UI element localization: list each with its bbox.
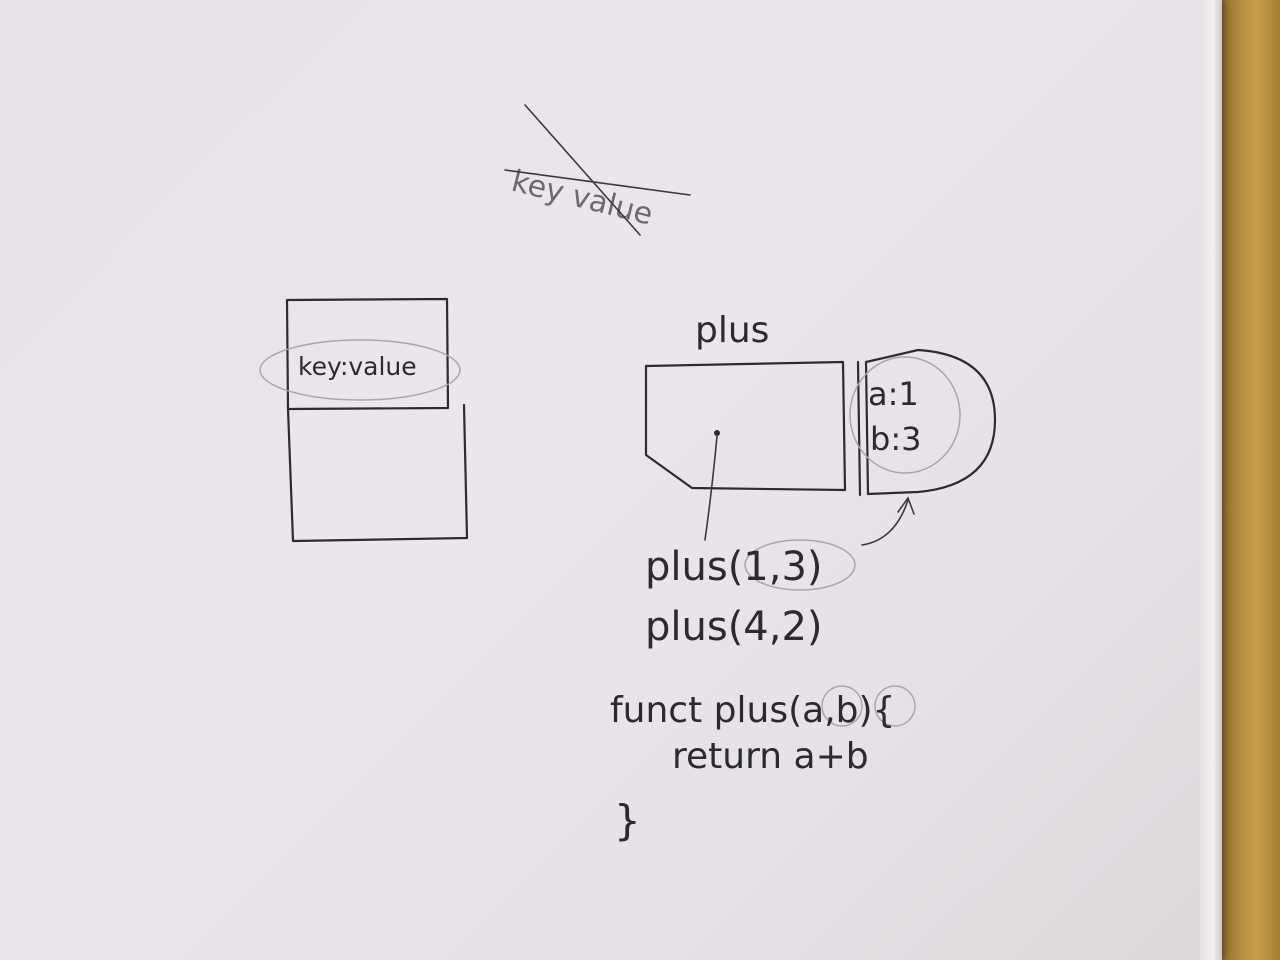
strike-line-horizontal — [504, 169, 691, 196]
function-box — [644, 360, 847, 492]
left-box-top-cell — [285, 297, 450, 411]
pencil-oval — [259, 339, 461, 401]
strike-line-diagonal — [524, 104, 641, 236]
paper-edge — [1200, 0, 1222, 960]
param-b-circle — [874, 685, 916, 727]
code-line-2: return a+b — [672, 736, 869, 777]
scope-line-a: a:1 — [868, 375, 919, 413]
code-line-3: } — [614, 796, 641, 845]
pointer-dot — [714, 430, 720, 436]
param-a-circle — [821, 685, 863, 727]
paper-sheet — [0, 0, 1222, 960]
scope-diagram: a:1 b:3 — [849, 348, 997, 546]
call-second: plus(4,2) — [645, 604, 823, 650]
scope-half-disc — [864, 348, 997, 496]
left-box-bottom-cell — [286, 403, 469, 543]
scope-line-b: b:3 — [870, 420, 921, 458]
call-arrow-curve — [861, 499, 909, 546]
scope-pencil-circle — [849, 356, 961, 474]
code-line-1: funct plus(a,b){ — [610, 690, 895, 731]
function-box-label: plus — [695, 310, 769, 351]
args-pencil-oval — [744, 539, 856, 591]
left-box-entry: key:value — [298, 352, 417, 381]
pointer-line — [704, 435, 718, 541]
left-box-diagram: key:value — [259, 297, 469, 543]
wooden-desk — [1222, 0, 1280, 960]
call-arrow-head — [897, 496, 915, 515]
crossed-out-note: key value — [504, 104, 691, 236]
call-first: plus(1,3) — [645, 544, 823, 590]
function-box-diagram: plus — [644, 310, 847, 541]
function-calls: plus(1,3) plus(4,2) — [645, 539, 856, 650]
function-definition: funct plus(a,b){ return a+b } — [610, 685, 916, 845]
